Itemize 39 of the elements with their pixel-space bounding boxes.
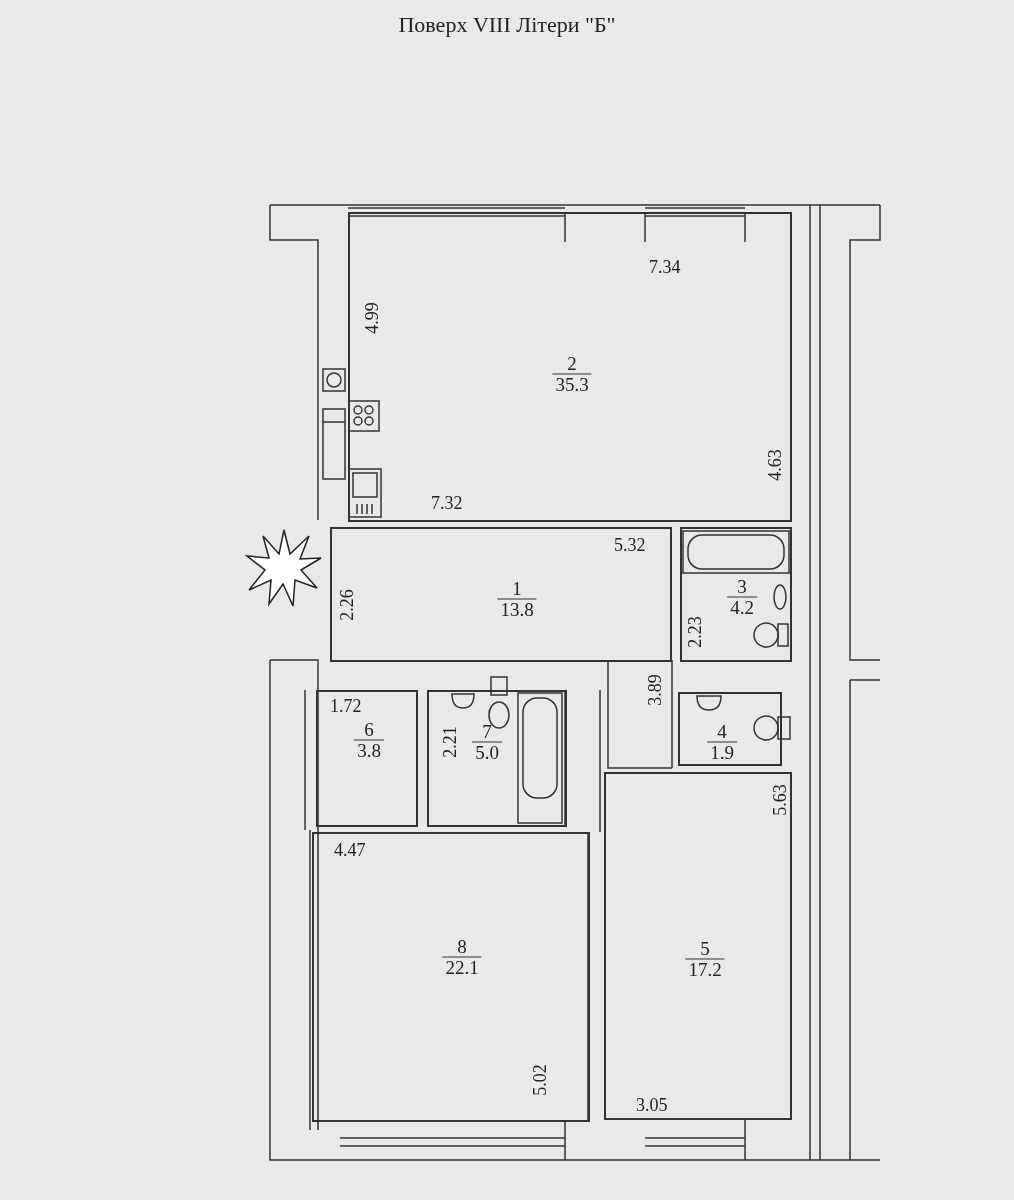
- room-number: 4: [717, 721, 727, 742]
- room-outline: [316, 690, 418, 827]
- room-number: 5: [700, 938, 710, 959]
- room-area: 4.2: [727, 596, 757, 618]
- dimension-label: 3.89: [645, 674, 664, 706]
- room-area: 1.9: [707, 741, 737, 763]
- room-number: 3: [737, 576, 747, 597]
- room-number: 8: [457, 936, 467, 957]
- room-area: 13.8: [497, 598, 537, 620]
- dimension-label: 1.72: [330, 697, 362, 715]
- room-area: 5.0: [472, 741, 502, 763]
- room-number: 2: [567, 353, 577, 374]
- dimension-label: 5.32: [614, 536, 646, 554]
- room-outline: [678, 692, 782, 766]
- dimension-label: 5.63: [770, 784, 789, 816]
- dimension-label: 7.34: [649, 258, 681, 276]
- dimension-label: 4.47: [334, 841, 366, 859]
- dimension-label: 7.32: [431, 494, 463, 512]
- room-number: 1: [512, 578, 522, 599]
- dimension-label: 2.23: [685, 616, 704, 648]
- room-outline: [680, 527, 792, 662]
- dimension-label: 4.99: [362, 302, 381, 334]
- room-outline: [604, 772, 792, 1120]
- room-number: 7: [482, 721, 492, 742]
- dimension-label: 5.02: [530, 1064, 549, 1096]
- dimension-label: 2.21: [440, 726, 459, 758]
- dimension-label: 3.05: [636, 1096, 668, 1114]
- room-outline: [330, 527, 672, 662]
- room-outline: [427, 690, 567, 827]
- plan-title: Поверх VIII Літери "Б": [397, 12, 617, 38]
- room-area: 22.1: [442, 956, 482, 978]
- room-outline: [348, 212, 792, 522]
- room-area: 3.8: [354, 739, 384, 761]
- room-number: 6: [364, 719, 374, 740]
- room-area: 17.2: [685, 958, 725, 980]
- room-area: 35.3: [552, 373, 592, 395]
- dimension-label: 4.63: [765, 449, 784, 481]
- dimension-label: 2.26: [337, 589, 356, 621]
- room-outline: [312, 832, 590, 1122]
